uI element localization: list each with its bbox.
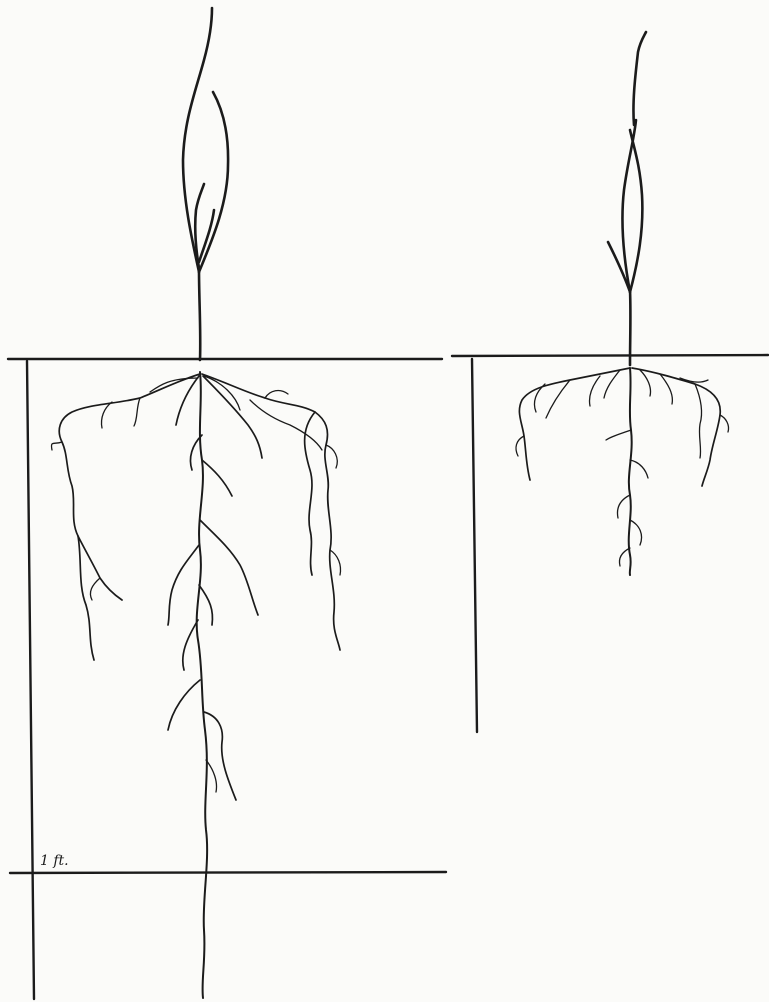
left-lateral-branch — [101, 402, 112, 428]
left-plant-shoot — [183, 8, 228, 360]
left-upper-root — [250, 400, 322, 450]
right-lateral-branch — [326, 445, 337, 468]
right-right-branch — [640, 370, 651, 396]
right-tap-branch — [630, 460, 648, 478]
left-upper-root — [203, 376, 262, 458]
left-taproot — [197, 372, 207, 998]
right-leaf-tip — [633, 32, 646, 125]
left-plant-roots — [51, 372, 340, 998]
right-left-branch — [589, 376, 600, 406]
right-lateral-root — [202, 374, 340, 650]
right-left-branch — [546, 380, 570, 418]
depth-marker-label: 1 ft. — [40, 853, 69, 869]
left-leaf-inner — [195, 184, 204, 268]
left-upper-root — [176, 376, 199, 425]
left-stem — [199, 270, 200, 360]
right-plant-shoot — [608, 32, 646, 365]
right-taproot — [629, 368, 632, 575]
left-lateral-branch — [51, 442, 62, 450]
right-right-branch — [660, 374, 672, 404]
right-tap-branch — [618, 495, 631, 518]
left-leaf-right — [199, 92, 228, 272]
right-right-branch — [720, 415, 729, 432]
left-tap-branch — [183, 620, 198, 670]
right-lateral-branch — [265, 391, 288, 398]
left-tap-branch — [204, 712, 236, 800]
right-tap-branch — [606, 430, 631, 440]
left-tap-branch — [199, 585, 212, 625]
right-left-branch — [604, 370, 620, 398]
left-tap-branch — [202, 460, 232, 496]
depth-scale-line-right — [472, 359, 477, 732]
right-left-branch — [516, 436, 524, 456]
left-lateral-branch — [134, 398, 140, 426]
right-tap-branch — [630, 520, 642, 545]
left-tap-branch — [168, 545, 199, 625]
one-foot-depth-line — [10, 872, 446, 873]
left-lateral-branch — [90, 578, 100, 600]
soil-line-right — [452, 355, 768, 356]
frame-lines — [10, 359, 477, 999]
right-left-lateral — [519, 368, 630, 480]
right-right-branch — [695, 384, 702, 458]
soil-surface-lines — [8, 355, 768, 359]
left-tap-branch — [168, 680, 200, 730]
right-right-lateral — [632, 368, 720, 486]
right-plant-roots — [516, 368, 729, 575]
depth-scale-line-left — [27, 361, 34, 999]
right-leaf-right — [630, 130, 642, 292]
